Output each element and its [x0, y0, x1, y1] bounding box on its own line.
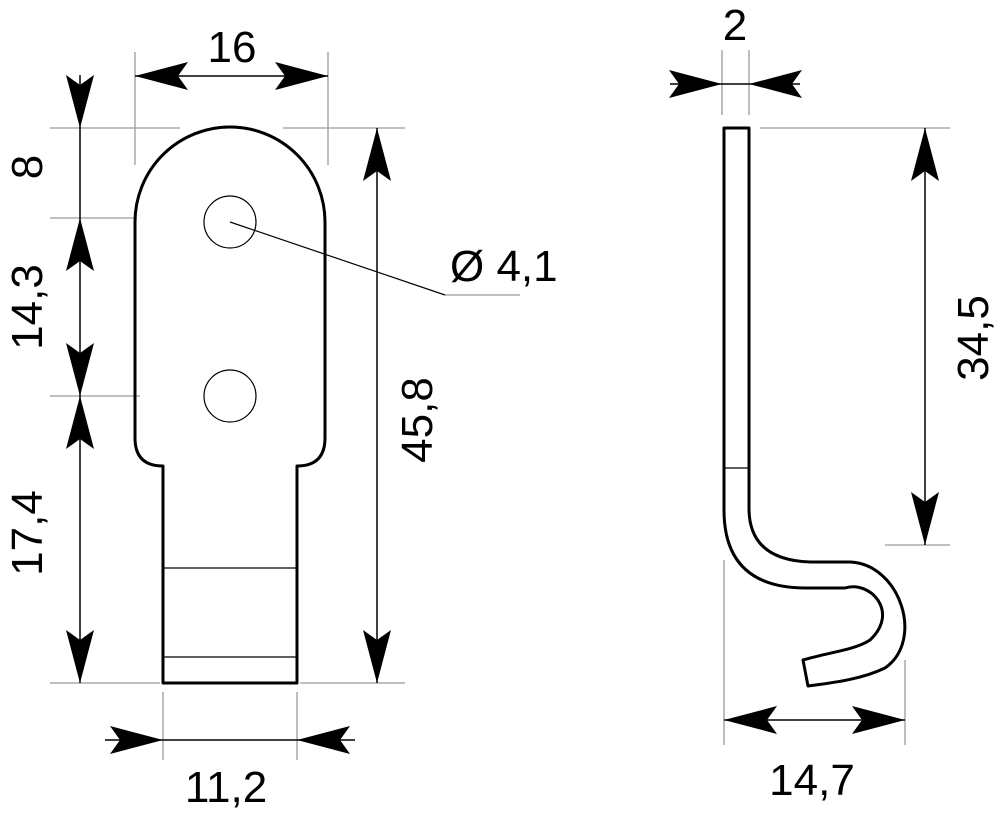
front-view: 16 11,2 8 14,3 17,4 45,8 Ø 4,1: [3, 23, 558, 812]
dim-width-bottom: [105, 726, 355, 754]
hole-upper: [203, 195, 257, 249]
label-side-height: 34,5: [949, 295, 998, 381]
label-height-top-segment: 8: [3, 155, 52, 179]
label-side-depth: 14,7: [769, 756, 855, 805]
hole-lower: [203, 369, 257, 423]
hole-leader: [229, 221, 520, 296]
terminal-plate-outline: [133, 125, 327, 685]
label-height-total: 45,8: [393, 377, 442, 463]
side-extension-lines: [721, 50, 950, 745]
dim-height-total: [363, 128, 391, 683]
dim-height-chain: [66, 75, 94, 683]
dim-side-height: [911, 128, 939, 545]
label-height-mid-segment: 14,3: [3, 264, 52, 350]
label-width-top: 16: [208, 23, 257, 72]
label-height-bottom-segment: 17,4: [3, 490, 52, 576]
dim-thickness: [669, 70, 802, 98]
label-hole-diameter: Ø 4,1: [450, 242, 558, 291]
dim-side-depth: [724, 706, 905, 734]
label-width-bottom: 11,2: [185, 763, 267, 812]
label-thickness: 2: [723, 1, 747, 50]
dim-width-top: [135, 62, 328, 90]
hook-profile-outline: [722, 126, 907, 688]
side-view: 2 34,5 14,7: [669, 1, 998, 805]
front-extension-lines: [50, 52, 405, 760]
